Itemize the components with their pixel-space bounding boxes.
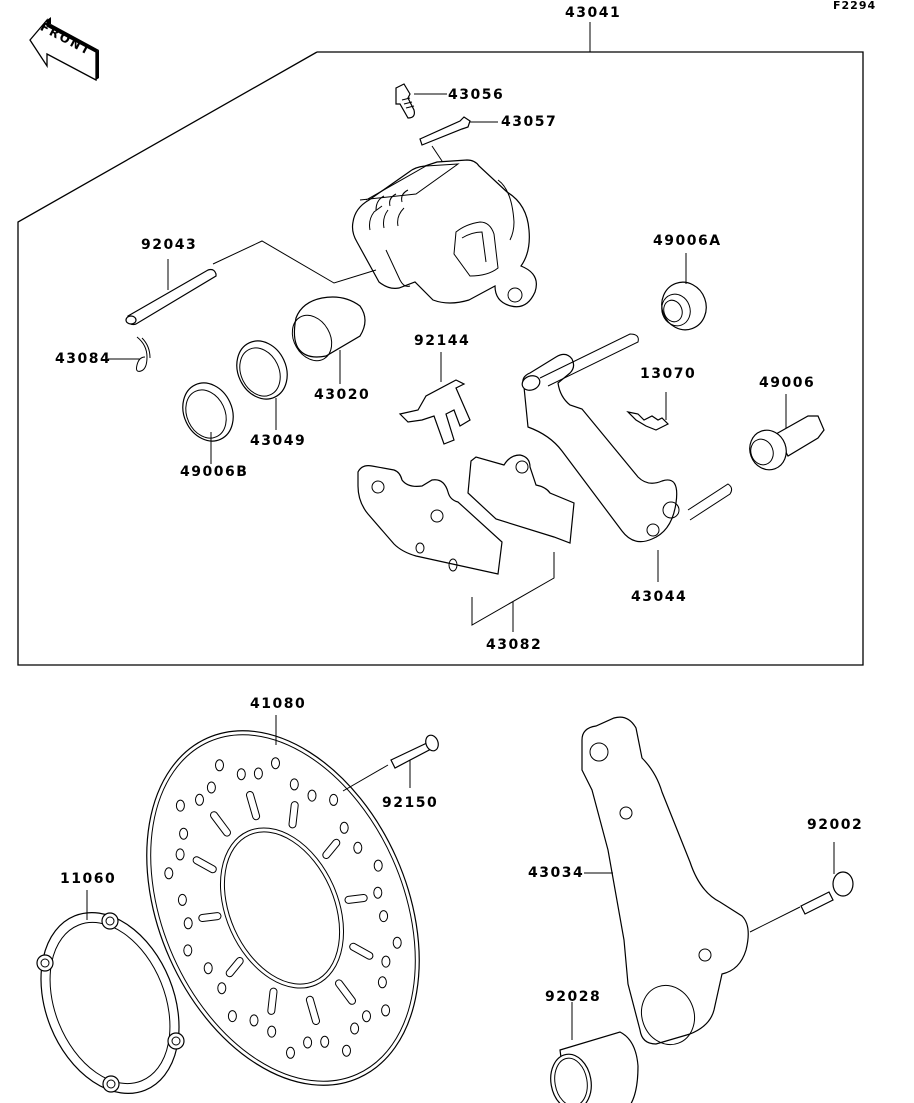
label-49006B[interactable]: 49006B (180, 464, 249, 480)
disc-slot (247, 792, 260, 820)
disc-hole (286, 1046, 295, 1059)
part-43034-bracket (581, 716, 749, 1046)
part-92002-bracket-bolt (749, 842, 854, 933)
disc-hole (329, 793, 339, 806)
disc-hole (381, 1004, 391, 1017)
disc-hole (164, 867, 174, 880)
part-11060-gasket (36, 890, 185, 1094)
part-43020-piston (291, 296, 366, 384)
label-49006A[interactable]: 49006A (653, 233, 722, 249)
label-92150[interactable]: 92150 (382, 795, 439, 811)
disc-slot (226, 958, 243, 977)
disc-slot (323, 839, 340, 858)
part-92043-pin (125, 259, 217, 326)
label-13070[interactable]: 13070 (640, 366, 697, 382)
disc-hole (271, 757, 280, 770)
part-92028-collar (550, 1002, 639, 1103)
disc-hole (353, 841, 363, 854)
disc-hole (236, 768, 246, 781)
disc-hole (195, 793, 204, 806)
part-41080-brake-disc (146, 715, 420, 1086)
disc-hole (303, 1036, 313, 1049)
disc-hole (377, 976, 387, 989)
disc-hole (350, 1022, 360, 1035)
disc-hole (342, 1044, 351, 1057)
figure-code: F2294 (833, 0, 877, 12)
disc-slot (350, 943, 373, 959)
disc-slot (336, 980, 355, 1004)
disc-hole (175, 848, 185, 861)
disc-slot (268, 988, 277, 1014)
part-43044-caliper-holder (521, 333, 733, 582)
disc-hole (215, 759, 224, 772)
label-11060[interactable]: 11060 (60, 871, 117, 887)
label-41080[interactable]: 41080 (250, 696, 307, 712)
disc-hole (177, 893, 187, 906)
disc-slot (211, 812, 230, 836)
label-43057[interactable]: 43057 (501, 114, 558, 130)
disc-hole (253, 767, 263, 780)
disc-hole (227, 1010, 237, 1023)
disc-hole (381, 955, 391, 968)
disc-hole (339, 821, 349, 834)
label-92043[interactable]: 92043 (141, 237, 198, 253)
part-92144-pad-spring (398, 352, 471, 445)
disc-hole (307, 789, 317, 802)
disc-hole (362, 1010, 371, 1023)
front-arrow-icon (29, 17, 99, 82)
part-49006B-dust-seal (182, 382, 234, 464)
disc-hole (373, 859, 383, 872)
part-13070-plate (626, 392, 670, 431)
label-43044[interactable]: 43044 (631, 589, 688, 605)
part-43084-clip (108, 336, 151, 372)
part-43057-cap (419, 116, 498, 165)
label-92002[interactable]: 92002 (807, 817, 864, 833)
label-92028[interactable]: 92028 (545, 989, 602, 1005)
disc-hole (217, 982, 227, 995)
label-43082[interactable]: 43082 (486, 637, 543, 653)
part-92150-disc-bolt (390, 734, 439, 788)
part-49006-boot-bolt (749, 394, 825, 471)
disc-slot (306, 996, 319, 1024)
part-43056-bleed-valve (395, 83, 447, 119)
disc-hole (320, 1035, 330, 1048)
part-43082-brake-pads (357, 454, 575, 632)
disc-hole (249, 1014, 259, 1027)
part-caliper-body (351, 159, 537, 308)
disc-hole (373, 886, 383, 899)
disc-hole (206, 781, 216, 794)
label-43020[interactable]: 43020 (314, 387, 371, 403)
disc-hole (379, 910, 389, 923)
disc-slot (289, 802, 298, 828)
label-92144[interactable]: 92144 (414, 333, 471, 349)
disc-hole (267, 1025, 277, 1038)
disc-slot (345, 895, 367, 903)
label-43084[interactable]: 43084 (55, 351, 112, 367)
label-49006[interactable]: 49006 (759, 375, 816, 391)
disc-hole (179, 827, 189, 840)
disc-slot (193, 857, 216, 873)
label-43056[interactable]: 43056 (448, 87, 505, 103)
label-43049[interactable]: 43049 (250, 433, 307, 449)
disc-hole (289, 778, 299, 791)
label-43041[interactable]: 43041 (565, 5, 622, 21)
disc-hole (183, 944, 193, 957)
disc-hole (203, 962, 213, 975)
part-49006A-boot (661, 253, 707, 331)
label-43034[interactable]: 43034 (528, 865, 585, 881)
disc-hole (183, 917, 193, 930)
disc-hole (175, 799, 185, 812)
part-43049-seal (236, 340, 288, 430)
disc-hole (392, 936, 402, 949)
disc-slot (199, 913, 221, 921)
assembly-frame (17, 22, 864, 666)
